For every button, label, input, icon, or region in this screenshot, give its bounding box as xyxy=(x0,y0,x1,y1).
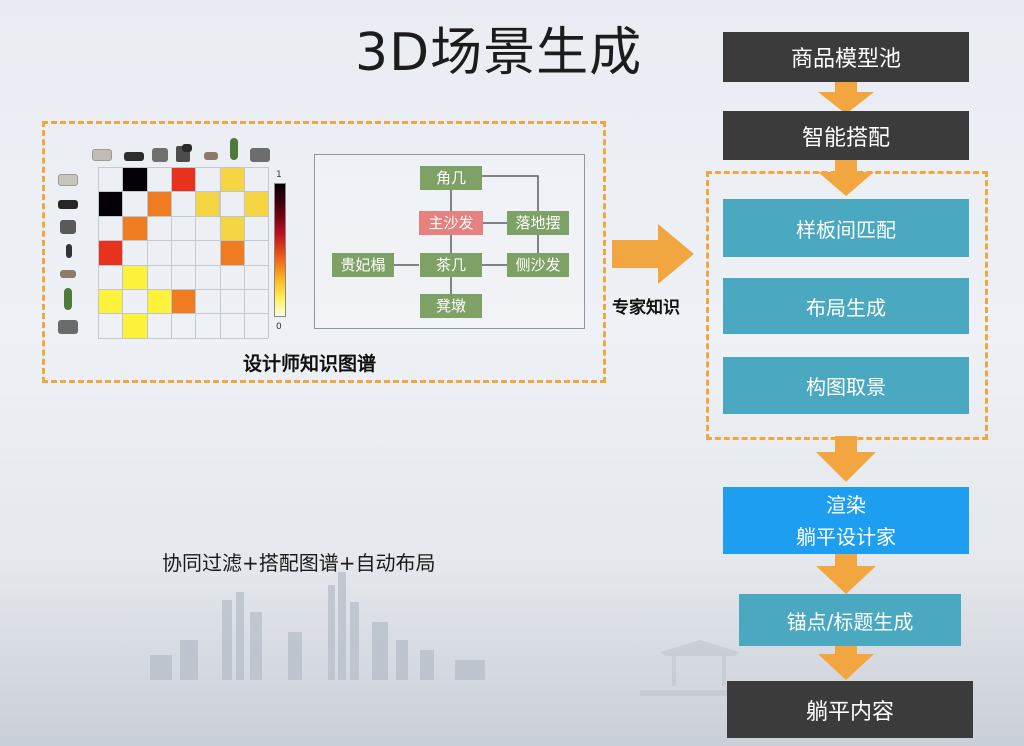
matrix-cell xyxy=(219,167,245,193)
plant-icon xyxy=(64,288,72,310)
matrix-cell xyxy=(122,215,148,242)
method-summary: 协同过滤+搭配图谱+自动布局 xyxy=(162,551,436,575)
expert-knowledge-arrow xyxy=(612,224,694,284)
colorbar xyxy=(274,183,286,317)
kg-node-jiaoji: 角几 xyxy=(420,166,482,190)
arrow-down-3 xyxy=(816,436,876,482)
designer-knowledge-region xyxy=(42,121,606,383)
colorbar-max-label: 1 xyxy=(276,170,282,180)
colorbar-min-label: 0 xyxy=(276,322,282,332)
table-lamp-icon xyxy=(182,144,192,152)
knowledge-graph-edges xyxy=(394,175,539,294)
armchair-icon xyxy=(152,148,168,162)
matrix-gridline xyxy=(98,215,269,217)
arrow-down-2 xyxy=(818,160,874,196)
tv-cabinet-icon xyxy=(124,152,144,161)
kg-node-luodibai: 落地摆 xyxy=(507,211,569,235)
matrix-gridline xyxy=(195,167,197,338)
matrix-cell xyxy=(98,240,124,266)
layout-gen-label: 布局生成 xyxy=(806,295,886,320)
sofa-icon xyxy=(92,149,112,161)
matrix-cell xyxy=(219,240,245,266)
anchor-title-label: 锚点/标题生成 xyxy=(786,609,914,634)
smart-match-box: 智能搭配 xyxy=(723,111,969,160)
kg-node-zhushafa: 主沙发 xyxy=(419,211,483,235)
render-box: 渲染 躺平设计家 xyxy=(723,487,969,554)
plant-icon xyxy=(230,138,238,160)
matrix-cell xyxy=(219,215,245,242)
model-pool-box: 商品模型池 xyxy=(723,32,969,82)
anchor-title-box: 锚点/标题生成 xyxy=(739,594,961,646)
kg-node-chaji: 茶几 xyxy=(420,253,482,277)
kg-node-ceshafa: 侧沙发 xyxy=(507,253,569,277)
render-sublabel: 躺平设计家 xyxy=(796,524,896,549)
matrix-cell xyxy=(195,191,221,217)
tv-cabinet-icon xyxy=(58,200,78,209)
matrix-gridline xyxy=(98,337,269,339)
composition-box: 构图取景 xyxy=(723,357,969,414)
matrix-gridline xyxy=(98,264,269,266)
arrow-down-1 xyxy=(818,82,874,114)
arrow-down-5 xyxy=(818,646,874,680)
model-pool-label: 商品模型池 xyxy=(790,47,901,72)
matrix-cell xyxy=(170,289,197,315)
room-match-box: 样板间匹配 xyxy=(723,199,969,257)
expert-knowledge-label: 专家知识 xyxy=(612,298,680,318)
room-match-label: 样板间匹配 xyxy=(796,217,896,242)
matrix-gridline xyxy=(146,167,148,338)
tea-table-icon xyxy=(60,270,76,278)
chaise-icon xyxy=(58,320,78,334)
matrix-cell xyxy=(170,167,197,193)
matrix-cell xyxy=(98,289,124,315)
designer-knowledge-caption: 设计师知识图谱 xyxy=(243,353,377,375)
matrix-gridline xyxy=(268,167,270,338)
arrow-down-4 xyxy=(816,554,876,594)
edge-jiaoji-luodibai xyxy=(482,175,539,211)
smart-match-label: 智能搭配 xyxy=(801,125,890,151)
kg-node-guifeita: 贵妃榻 xyxy=(332,253,394,277)
matrix-cell xyxy=(146,191,172,217)
chaise-icon xyxy=(250,148,270,162)
tea-table-icon xyxy=(204,152,218,160)
matrix-gridline xyxy=(98,240,269,242)
page-title: 3D场景生成 xyxy=(355,23,643,83)
matrix-cell xyxy=(98,191,124,217)
matrix-cell xyxy=(122,264,148,290)
content-box: 躺平内容 xyxy=(727,681,973,738)
render-label: 渲染 xyxy=(826,492,866,517)
content-label: 躺平内容 xyxy=(805,699,894,725)
matrix-cell xyxy=(243,191,270,217)
sofa-icon xyxy=(58,174,78,186)
armchair-icon xyxy=(60,220,76,234)
layout-gen-box: 布局生成 xyxy=(723,278,969,334)
matrix-cell xyxy=(122,313,148,339)
matrix-gridline xyxy=(170,167,172,338)
co-occurrence-matrix xyxy=(98,167,270,339)
kg-node-dengdun: 凳墩 xyxy=(420,294,482,318)
matrix-cell xyxy=(122,167,148,193)
composition-label: 构图取景 xyxy=(806,375,886,399)
table-lamp-icon xyxy=(66,244,72,258)
